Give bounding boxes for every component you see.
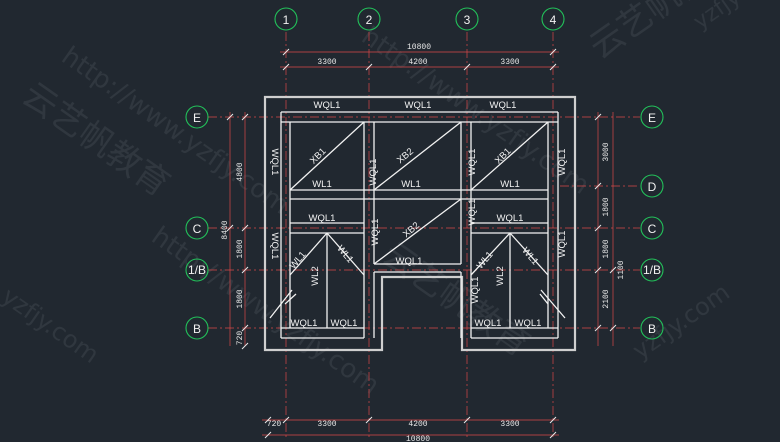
- label-wql1-left-lower: WQL1: [269, 233, 280, 260]
- axis-label-2: 2: [366, 13, 373, 27]
- label-wql1-top-mid: WQL1: [405, 100, 432, 111]
- label-wl1-left: WL1: [312, 179, 332, 190]
- dim-left-part-4: 720: [236, 331, 245, 346]
- axis-label-4: 4: [550, 13, 557, 27]
- label-wql1-col3-upper: WQL1: [467, 149, 478, 176]
- label-wql1-bot-3: WQL1: [475, 318, 502, 329]
- axis-bubble-left-B[interactable]: [185, 316, 209, 340]
- label-wql1-mid-low: WQL1: [396, 256, 423, 267]
- dimension-lines: [229, 51, 614, 436]
- dim-left-part-2: 1800: [236, 239, 245, 258]
- watermark-7: yzfjy: [689, 0, 745, 35]
- axis-label-left-1B: 1/B: [188, 263, 206, 277]
- label-wql1-col3-mid: WQL1: [467, 199, 478, 226]
- dim-right-total: 1100: [617, 260, 626, 279]
- axis-bubble-left-E[interactable]: [185, 105, 209, 129]
- axis-label-1: 1: [283, 13, 290, 27]
- label-wl1-hip-ll: WL1: [288, 249, 309, 271]
- dim-bottom-part-2: 3300: [317, 420, 336, 429]
- label-wql1-bot-4: WQL1: [515, 318, 542, 329]
- dim-right-part-3: 1800: [602, 239, 611, 258]
- label-wql1-top-left: WQL1: [314, 100, 341, 111]
- axis-label-right-D: D: [648, 180, 657, 194]
- axis-label-right-1B: 1/B: [643, 263, 661, 277]
- label-wql1-col2-lower: WQL1: [370, 219, 381, 246]
- left-axis-bubbles: [185, 105, 209, 340]
- watermark-5: 云艺帆教育: [15, 75, 177, 205]
- label-wql1-right-lower: WQL1: [557, 231, 568, 258]
- dim-right-part-2: 1800: [602, 197, 611, 216]
- dim-bottom-total: 10800: [406, 435, 430, 442]
- label-wql1-c-left: WQL1: [309, 213, 336, 224]
- right-axis-bubbles: [640, 105, 664, 340]
- watermark-8: yzfjy.com: [0, 282, 104, 369]
- watermark-6: 云艺帆教育: [375, 235, 537, 365]
- label-wql1-right-upper: WQL1: [557, 149, 568, 176]
- label-wl2-right: WL2: [495, 266, 506, 286]
- axis-bubble-left-C[interactable]: [185, 216, 209, 240]
- dim-left-part-1: 4800: [236, 162, 245, 181]
- label-wl1-mid: WL1: [401, 179, 421, 190]
- axis-label-left-E: E: [193, 111, 201, 125]
- dim-right-part-1: 3000: [602, 142, 611, 161]
- label-xb2-upper: XB2: [395, 146, 416, 166]
- axis-bubble-right-C[interactable]: [640, 216, 664, 240]
- dim-top-part-3: 3300: [500, 58, 519, 67]
- top-axis-bubbles: [274, 7, 565, 31]
- label-wl1-right: WL1: [500, 179, 520, 190]
- axis-bubble-right-E[interactable]: [640, 105, 664, 129]
- label-wql1-top-right: WQL1: [490, 100, 517, 111]
- label-wql1-bot-1: WQL1: [291, 318, 318, 329]
- axis-label-left-B: B: [193, 322, 201, 336]
- label-wl1-hip-rr: WL1: [519, 245, 540, 267]
- dim-right-part-4: 2100: [602, 289, 611, 308]
- axis-grid: [208, 32, 640, 440]
- label-wql1-col2-upper: WQL1: [368, 159, 379, 186]
- axis-label-3: 3: [464, 13, 471, 27]
- dim-left-part-3: 1800: [236, 289, 245, 308]
- label-wql1-left-upper: WQL1: [269, 149, 280, 176]
- axis-label-right-E: E: [648, 111, 656, 125]
- axis-label-left-C: C: [193, 222, 202, 236]
- beam-lines: [280, 111, 559, 339]
- axis-bubble-left-1B[interactable]: [185, 258, 209, 282]
- label-xb2-lower: XB2: [401, 220, 422, 240]
- label-xb1-left: XB1: [308, 146, 328, 166]
- dim-bottom-part-1: 720: [267, 420, 282, 429]
- dim-bottom-part-3: 4200: [408, 420, 427, 429]
- slope-arrows: [269, 289, 566, 319]
- axis-label-right-C: C: [648, 222, 657, 236]
- axis-bubble-right-1B[interactable]: [640, 258, 664, 282]
- dim-top-total: 10800: [407, 43, 431, 52]
- axis-bubble-4[interactable]: [541, 7, 565, 31]
- axis-bubble-right-B[interactable]: [640, 316, 664, 340]
- dim-left-total: 8400: [221, 220, 230, 239]
- dimension-ticks: [226, 48, 617, 439]
- label-wql1-bot-2: WQL1: [331, 318, 358, 329]
- roof-outline: [263, 95, 577, 352]
- label-wql1-col3-lower: WQL1: [470, 277, 481, 304]
- axis-bubble-right-D[interactable]: [640, 174, 664, 198]
- axis-bubble-2[interactable]: [357, 7, 381, 31]
- beam-labels: WQL1 WQL1 WQL1 WL1 WL1 WL1 WQL1 WQL1 WQL…: [269, 100, 568, 329]
- label-wql1-c-right: WQL1: [497, 213, 524, 224]
- axis-label-right-B: B: [648, 322, 656, 336]
- axis-bubble-3[interactable]: [455, 7, 479, 31]
- watermark-layer: http://www.yzfjy.com http://www.yzfjy.co…: [0, 0, 746, 401]
- axis-bubble-1[interactable]: [274, 7, 298, 31]
- dim-top-part-1: 3300: [317, 58, 336, 67]
- dim-bottom-part-4: 3300: [500, 420, 519, 429]
- dim-top-part-2: 4200: [408, 58, 427, 67]
- label-wl2-left: WL2: [310, 266, 321, 286]
